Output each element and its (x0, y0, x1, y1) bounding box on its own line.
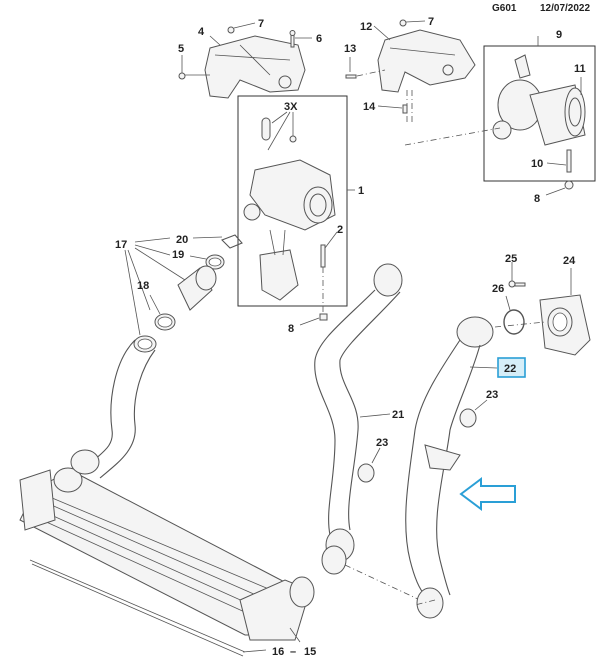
callout-16: 16 (272, 646, 284, 658)
callout-24: 24 (563, 255, 576, 267)
callout-8b: 8 (534, 193, 540, 205)
bracket-12[interactable] (377, 29, 476, 93)
callout-11: 11 (574, 63, 586, 75)
callout-26: 26 (492, 283, 504, 295)
intercooler[interactable] (19, 449, 315, 641)
callout-20: 20 (176, 234, 188, 246)
bolt-7a[interactable] (227, 26, 235, 34)
callout-19: 19 (172, 249, 184, 261)
callout-14: 14 (363, 101, 376, 113)
turbocharger-1[interactable] (243, 159, 336, 301)
callout-12: 12 (360, 21, 372, 33)
turbocharger-9[interactable] (492, 54, 586, 146)
callout-4: 4 (198, 26, 205, 38)
callout-1: 1 (358, 185, 364, 197)
bolt-3x[interactable] (289, 135, 297, 143)
resonator-18[interactable] (177, 265, 217, 311)
clamp-23b[interactable] (357, 463, 375, 483)
clamp-18[interactable] (154, 313, 176, 331)
callout-8a: 8 (288, 323, 294, 335)
callout-5: 5 (178, 43, 184, 55)
throttle-body-24[interactable] (539, 294, 591, 356)
callout-21: 21 (392, 409, 404, 421)
clamp-17[interactable] (133, 335, 157, 353)
bolt-5[interactable] (178, 72, 186, 80)
pin-3x[interactable] (261, 117, 271, 141)
bolt-7b[interactable] (399, 19, 407, 27)
callout-25: 25 (505, 253, 517, 265)
figure-date: 12/07/2022 (540, 3, 590, 14)
kit-box-1 (237, 95, 348, 307)
callout-7a: 7 (258, 18, 264, 30)
callout-2: 2 (337, 224, 343, 236)
highlight-box-22[interactable]: 22 (497, 357, 526, 378)
bracket-4[interactable] (204, 35, 306, 99)
callout-17: 17 (115, 239, 127, 251)
nut-8b[interactable] (564, 180, 574, 190)
stud-2[interactable] (320, 244, 326, 268)
range-separator: – (290, 646, 296, 658)
callout-15: 15 (304, 646, 316, 658)
callout-6: 6 (316, 33, 322, 45)
arrow-left-icon (459, 477, 516, 511)
hose-22[interactable] (405, 316, 494, 619)
hose-21[interactable] (314, 263, 403, 575)
seal-26[interactable] (503, 309, 525, 335)
seal-strip-16[interactable] (29, 559, 246, 657)
callout-13: 13 (344, 43, 356, 55)
bolt-14[interactable] (402, 104, 408, 114)
bracket-20[interactable] (221, 234, 243, 249)
callout-22: 22 (504, 363, 516, 375)
callout-10: 10 (531, 158, 543, 170)
bolt-25[interactable] (508, 280, 526, 288)
kit-box-9 (483, 45, 596, 182)
bolt-6[interactable] (289, 30, 296, 48)
bolt-13[interactable] (345, 74, 357, 79)
callout-23a: 23 (486, 389, 498, 401)
callout-9: 9 (556, 29, 562, 41)
callout-18: 18 (137, 280, 149, 292)
callout-23b: 23 (376, 437, 388, 449)
figure-id: G601 (492, 3, 517, 14)
callout-3x: 3X (284, 101, 298, 113)
clamp-23a[interactable] (459, 408, 477, 428)
stud-10[interactable] (566, 149, 572, 173)
seal-19[interactable] (205, 254, 225, 270)
nut-8a[interactable] (319, 313, 328, 321)
callout-7b: 7 (428, 16, 434, 28)
